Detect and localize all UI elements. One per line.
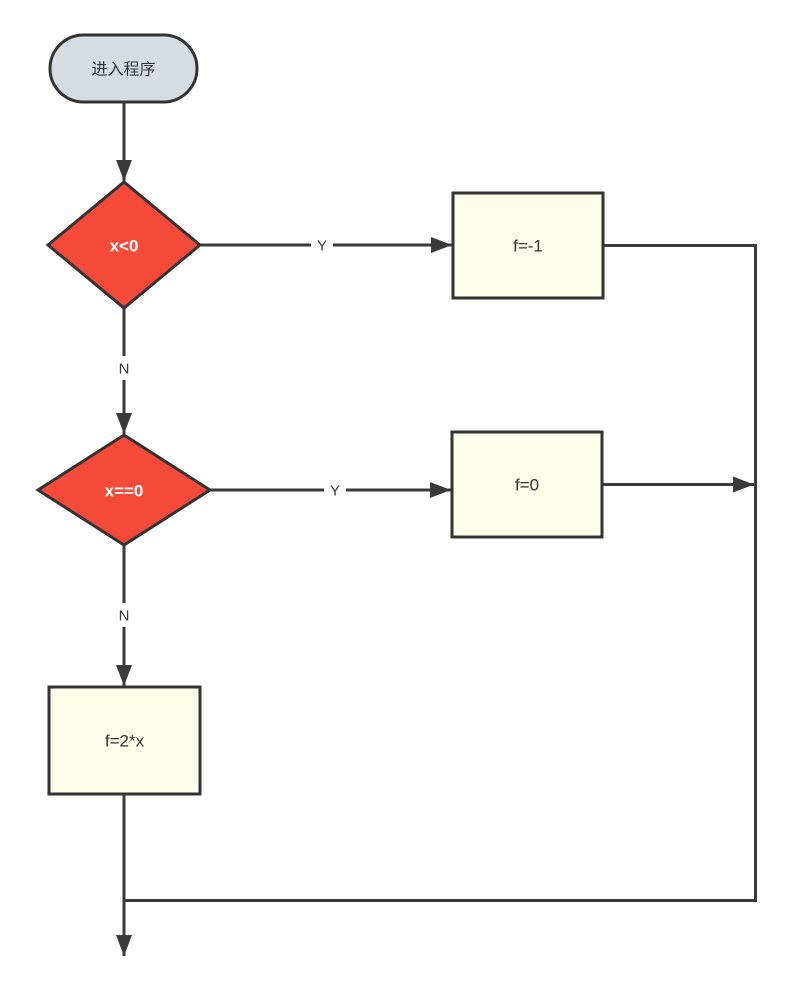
- process-f-neg1-label: f=-1: [513, 237, 543, 256]
- edge-label-decision1-no: N: [119, 361, 130, 378]
- process-f-neg1-node: [451, 191, 605, 300]
- edge-fneg1-rail-merge: [125, 244, 757, 902]
- edge-label-bg: [324, 478, 346, 502]
- edge-label-decision1-yes: Y: [317, 238, 327, 255]
- process-f-0-node: [450, 430, 604, 539]
- edge-label-decision2-no: N: [119, 608, 130, 625]
- process-f-0-label: f=0: [515, 476, 539, 495]
- decision-x-eq-0-label: x==0: [105, 482, 144, 501]
- edge-label-decision2-yes: Y: [330, 483, 340, 500]
- process-f-2x-label: f=2*x: [105, 732, 145, 751]
- edge-label-bg: [311, 233, 333, 257]
- start-node: [48, 33, 199, 104]
- decision-x-lt-0-label: x<0: [110, 237, 139, 256]
- edge-label-bg: [113, 356, 135, 380]
- start-node-label: 进入程序: [91, 61, 155, 79]
- decision-x-eq-0-node: [35, 433, 213, 547]
- process-f-2x-node: [47, 685, 202, 796]
- decision-x-lt-0-node: [45, 180, 203, 310]
- edge-label-bg: [113, 603, 135, 627]
